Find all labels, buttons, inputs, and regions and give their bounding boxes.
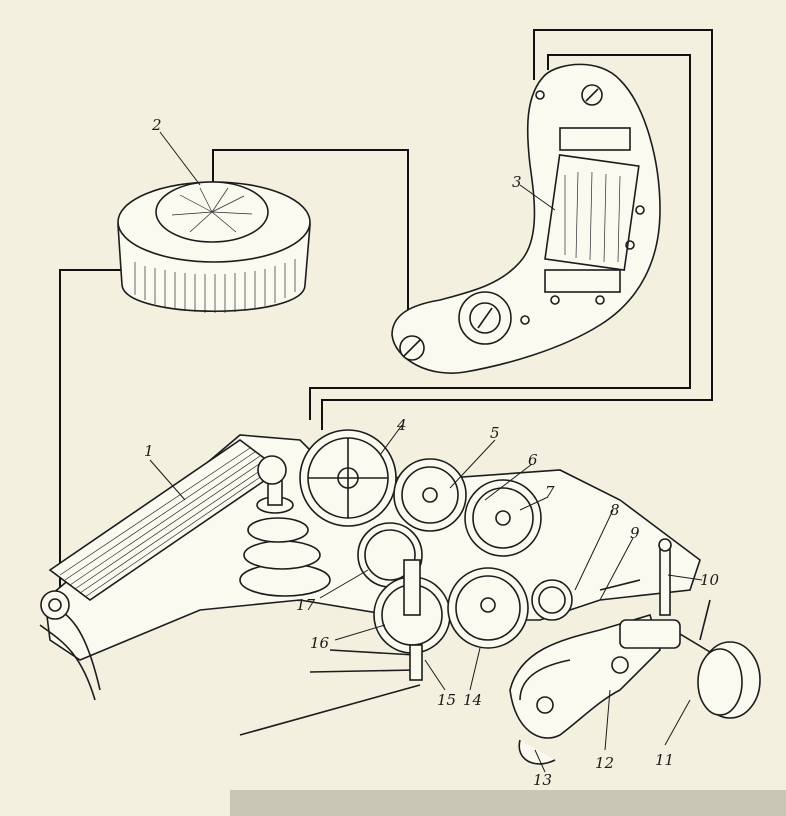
label-13: 13 [533, 771, 552, 789]
label-2: 2 [151, 116, 162, 134]
label-16: 16 [310, 634, 330, 652]
part-labels: 2 3 1 4 5 6 7 8 9 10 11 12 13 14 15 16 1… [144, 116, 720, 789]
gear-14 [447, 567, 529, 649]
label-8: 8 [610, 501, 620, 519]
label-7: 7 [545, 483, 555, 501]
label-4: 4 [396, 416, 407, 434]
label-11: 11 [655, 751, 674, 769]
circuit-plate [391, 63, 661, 374]
label-15: 15 [437, 691, 456, 709]
label-14: 14 [463, 691, 482, 709]
setting-mechanism [509, 538, 761, 765]
gear-16 [373, 559, 451, 654]
label-6: 6 [528, 451, 538, 469]
gear-4 [299, 429, 397, 527]
label-5: 5 [490, 424, 500, 442]
gear-8 [531, 579, 573, 621]
scanned-caption-strip [230, 790, 786, 816]
spindles [239, 644, 423, 736]
battery [117, 181, 311, 313]
label-9: 9 [630, 524, 640, 542]
label-12: 12 [595, 754, 614, 772]
label-17: 17 [296, 596, 316, 614]
rotor-stack [239, 455, 331, 597]
gear-7 [464, 479, 542, 557]
gear-5 [393, 458, 467, 532]
label-3: 3 [512, 173, 522, 191]
leader-lines [149, 131, 703, 773]
label-10: 10 [700, 571, 720, 589]
label-1: 1 [144, 442, 154, 460]
